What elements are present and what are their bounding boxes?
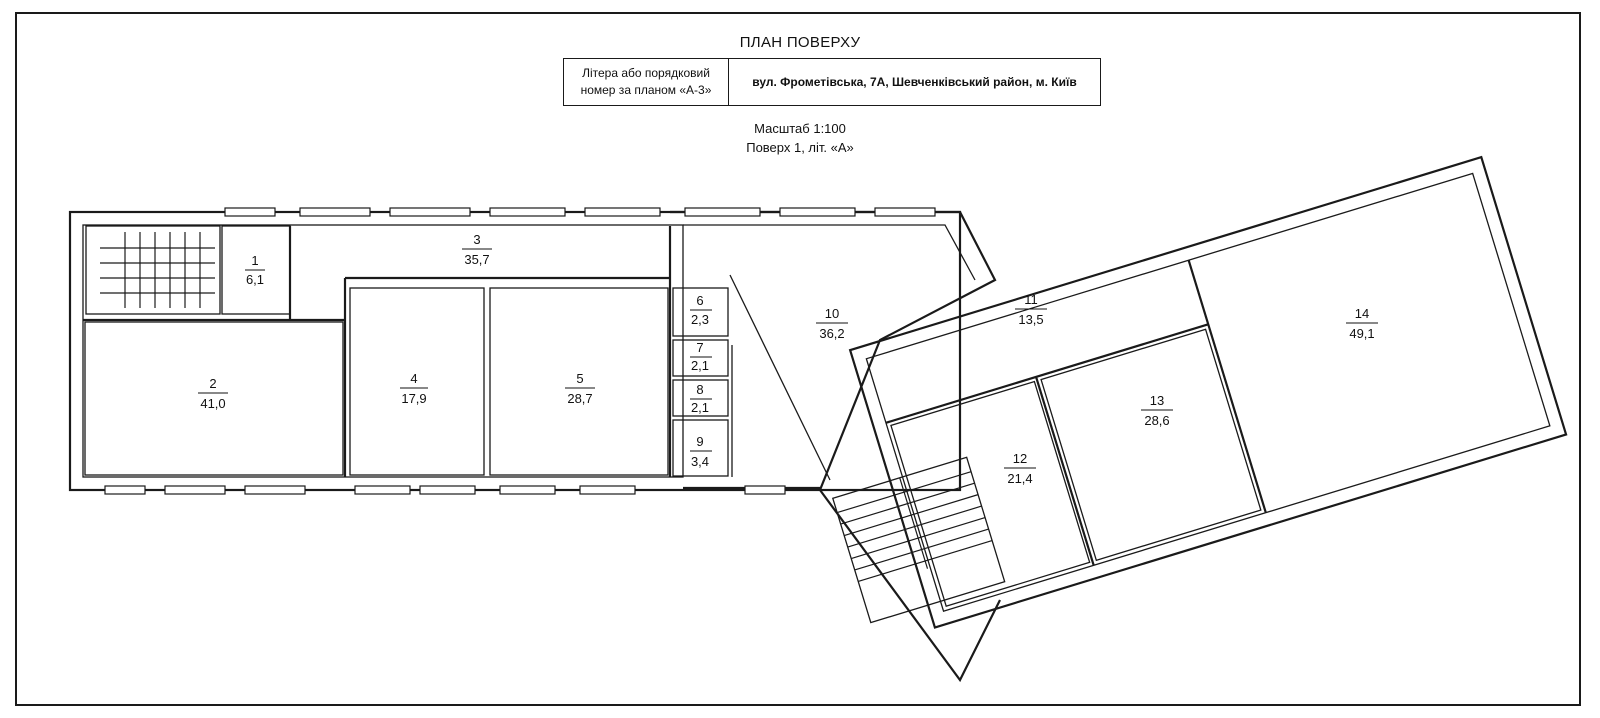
room-5-label: 5 28,7 [565,371,595,406]
room-area: 28,6 [1144,413,1169,428]
info-table: Літера або порядковий номер за планом «А… [563,58,1101,106]
right-wing [848,155,1568,629]
drawing-frame [15,12,1581,706]
room-2-label: 2 41,0 [198,376,228,411]
middle-walls [670,210,1001,683]
left-wing-partitions [83,225,733,477]
room-number: 11 [1024,292,1038,307]
room-area: 2,3 [691,312,709,327]
room-area: 2,1 [691,400,709,415]
floor-text: Поверх 1, літ. «А» [746,140,854,155]
room-area: 17,9 [401,391,426,406]
litera-label-line1: Літера або порядковий [582,66,710,80]
room-number: 9 [696,434,703,449]
room-10-label: 10 36,2 [816,306,848,341]
address-cell: вул. Фрометівська, 7А, Шевченківський ра… [728,58,1101,106]
room-4-label: 4 17,9 [400,371,428,406]
room-number: 1 [251,253,258,268]
room-number: 14 [1355,306,1369,321]
room-9-label: 9 3,4 [690,434,712,469]
room-11-label: 11 13,5 [1015,292,1047,327]
room-6-label: 6 2,3 [690,293,712,327]
scale-text: Масштаб 1:100 [754,121,846,136]
plan-title: ПЛАН ПОВЕРХУ [739,34,861,51]
room-number: 12 [1013,451,1027,466]
room-number: 5 [576,371,583,386]
room-area: 3,4 [691,454,709,469]
room-12-label: 12 21,4 [1004,451,1036,486]
stair-left [100,232,215,308]
left-wing-walls [68,210,962,492]
litera-label-line2: номер за планом «А-3» [580,83,712,97]
room-13-label: 13 28,6 [1141,393,1173,428]
room-number: 13 [1150,393,1164,408]
room-3-label: 3 35,7 [462,232,492,267]
room-number: 2 [209,376,216,391]
stair-right [831,456,1006,624]
room-1-label: 1 6,1 [245,253,265,287]
room-7-label: 7 2,1 [690,340,712,373]
room-number: 4 [410,371,417,386]
room-area: 2,1 [691,358,709,373]
room-area: 21,4 [1007,471,1032,486]
room-8-label: 8 2,1 [690,382,712,415]
room-number: 8 [696,382,703,397]
room-area: 35,7 [464,252,489,267]
litera-cell: Літера або порядковий номер за планом «А… [563,58,729,106]
room-number: 10 [825,306,839,321]
room-number: 6 [696,293,703,308]
room-number: 7 [696,340,703,355]
room-14-label: 14 49,1 [1346,306,1378,341]
room-labels: 1 6,1 2 41,0 3 35,7 4 17,9 5 28,7 6 2,3 [198,232,1378,486]
room-area: 36,2 [819,326,844,341]
windows [104,207,936,495]
room-area: 6,1 [246,272,264,287]
room-number: 3 [473,232,480,247]
room-area: 41,0 [200,396,225,411]
room-area: 28,7 [567,391,592,406]
room-area: 13,5 [1018,312,1043,327]
room-area: 49,1 [1349,326,1374,341]
